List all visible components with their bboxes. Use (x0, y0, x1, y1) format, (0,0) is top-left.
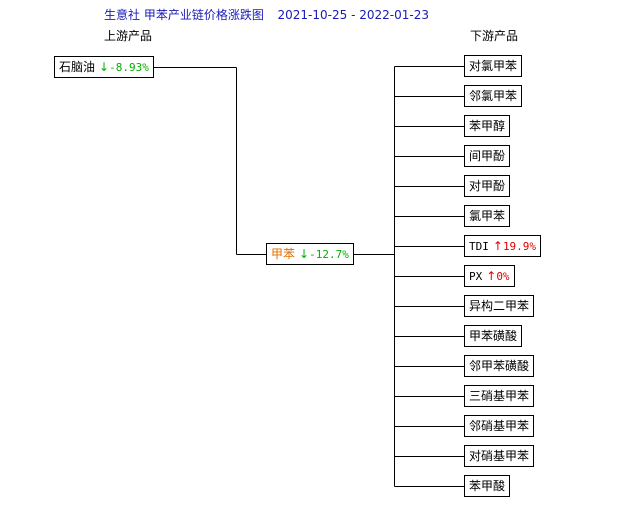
upstream-node-label: 石脑油 (59, 60, 96, 74)
downstream-node-label: 异构二甲苯 (469, 299, 530, 313)
title-date-to: 2022-01-23 (359, 8, 429, 22)
downstream-node[interactable]: 邻硝基甲苯 (464, 415, 535, 437)
downstream-node-label: 氯甲苯 (469, 209, 506, 223)
downstream-node-label: 邻甲苯磺酸 (469, 359, 530, 373)
downstream-node[interactable]: 对甲酚 (464, 175, 511, 197)
downstream-node[interactable]: 异构二甲苯 (464, 295, 535, 317)
downstream-node-label: PX (469, 270, 483, 283)
hub-node-label: 甲苯 (271, 247, 296, 261)
downstream-node[interactable]: 三硝基甲苯 (464, 385, 535, 407)
upstream-header: 上游产品 (104, 29, 153, 43)
downstream-node-change: 19.9% (502, 240, 537, 253)
downstream-node-label: 对氯甲苯 (469, 59, 518, 73)
arrow-up-icon: ↑ (486, 269, 497, 283)
downstream-node[interactable]: 甲苯磺酸 (464, 325, 523, 347)
arrow-up-icon: ↑ (492, 239, 503, 253)
downstream-node[interactable]: 邻氯甲苯 (464, 85, 523, 107)
downstream-node-label: TDI (469, 240, 489, 253)
title-main: 生意社 甲苯产业链价格涨跌图 (104, 8, 264, 22)
hub-node-change: -12.7% (309, 248, 349, 261)
downstream-node[interactable]: 苯甲醇 (464, 115, 511, 137)
downstream-node[interactable]: 邻甲苯磺酸 (464, 355, 535, 377)
downstream-node[interactable]: PX↑0% (464, 265, 515, 287)
title-date-sep: - (351, 8, 356, 22)
downstream-node-label: 对甲酚 (469, 179, 506, 193)
upstream-node-change: -8.93% (109, 61, 149, 74)
downstream-node-label: 间甲酚 (469, 149, 506, 163)
upstream-node[interactable]: 石脑油↓-8.93% (54, 56, 154, 78)
title-date-from: 2021-10-25 (277, 8, 348, 22)
downstream-header: 下游产品 (470, 29, 519, 43)
downstream-node-label: 苯甲酸 (469, 479, 506, 493)
hub-node[interactable]: 甲苯↓-12.7% (266, 243, 354, 265)
downstream-node-label: 邻氯甲苯 (469, 89, 518, 103)
downstream-node-change: 0% (496, 270, 510, 283)
downstream-node[interactable]: 对氯甲苯 (464, 55, 523, 77)
downstream-node[interactable]: 间甲酚 (464, 145, 511, 167)
arrow-down-icon: ↓ (299, 247, 310, 261)
downstream-node[interactable]: TDI↑19.9% (464, 235, 542, 257)
downstream-node-label: 三硝基甲苯 (469, 389, 530, 403)
downstream-node-label: 苯甲醇 (469, 119, 506, 133)
downstream-node[interactable]: 苯甲酸 (464, 475, 511, 497)
downstream-node-label: 对硝基甲苯 (469, 449, 530, 463)
downstream-node-label: 甲苯磺酸 (469, 329, 518, 343)
diagram-title: 生意社 甲苯产业链价格涨跌图 2021-10-25 - 2022-01-23 (104, 6, 429, 24)
arrow-down-icon: ↓ (99, 60, 110, 74)
downstream-node[interactable]: 氯甲苯 (464, 205, 511, 227)
downstream-node-label: 邻硝基甲苯 (469, 419, 530, 433)
downstream-node[interactable]: 对硝基甲苯 (464, 445, 535, 467)
